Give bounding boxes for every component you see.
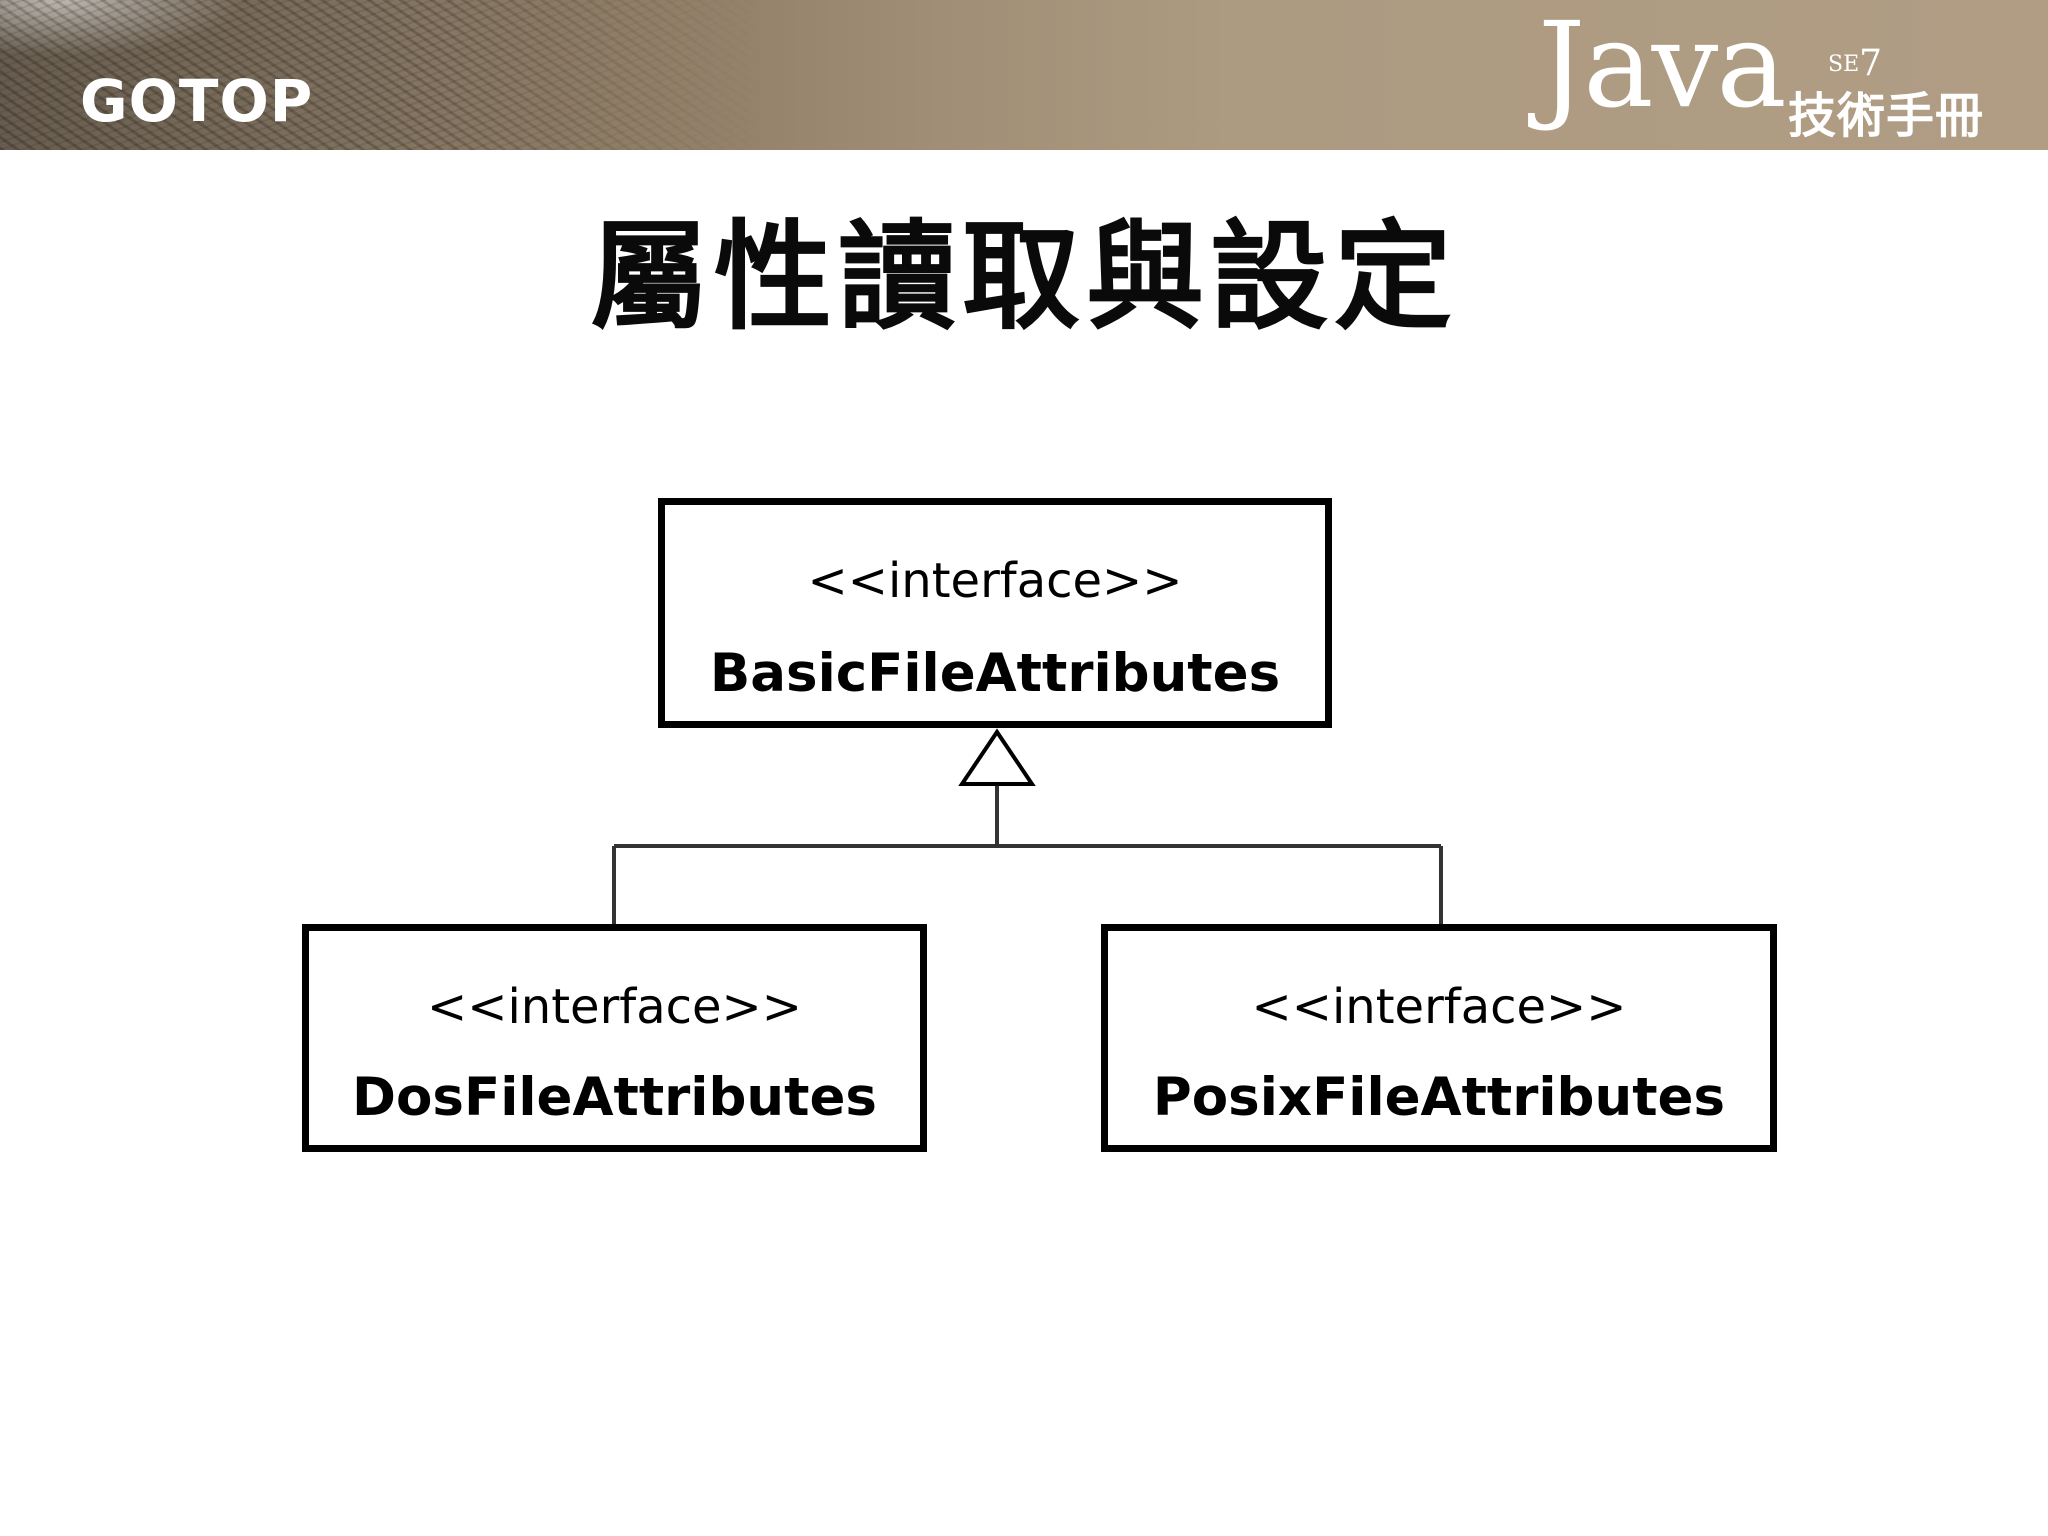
class-name: BasicFileAttributes <box>709 643 1281 704</box>
class-box-basic-file-attributes: <<interface>> BasicFileAttributes <box>658 498 1332 728</box>
slide-title: 屬性讀取與設定 <box>589 208 1458 346</box>
brand-edition-number: 7 <box>1859 43 1883 84</box>
stereotype-label: <<interface>> <box>1251 979 1627 1035</box>
class-box-posix-file-attributes: <<interface>> PosixFileAttributes <box>1101 924 1777 1152</box>
sand-texture-image <box>0 0 760 150</box>
class-name: PosixFileAttributes <box>1152 1067 1726 1128</box>
class-box-dos-file-attributes: <<interface>> DosFileAttributes <box>302 924 927 1152</box>
brand-edition: SE7 <box>1828 46 1882 82</box>
header-banner: GOTOP Java SE7 技術手冊 <box>0 0 2048 150</box>
brand-subtitle: 技術手冊 <box>1788 88 1985 144</box>
class-name: DosFileAttributes <box>352 1067 877 1128</box>
brand-edition-prefix: SE <box>1828 52 1860 77</box>
generalization-arrowhead <box>958 728 1036 786</box>
stereotype-label: <<interface>> <box>807 553 1183 609</box>
java-se7-brand-logo: Java SE7 技術手冊 <box>1538 6 2008 146</box>
gotop-logo: GOTOP <box>80 67 314 135</box>
brand-java-text: Java <box>1538 0 1787 134</box>
stereotype-label: <<interface>> <box>427 979 802 1035</box>
